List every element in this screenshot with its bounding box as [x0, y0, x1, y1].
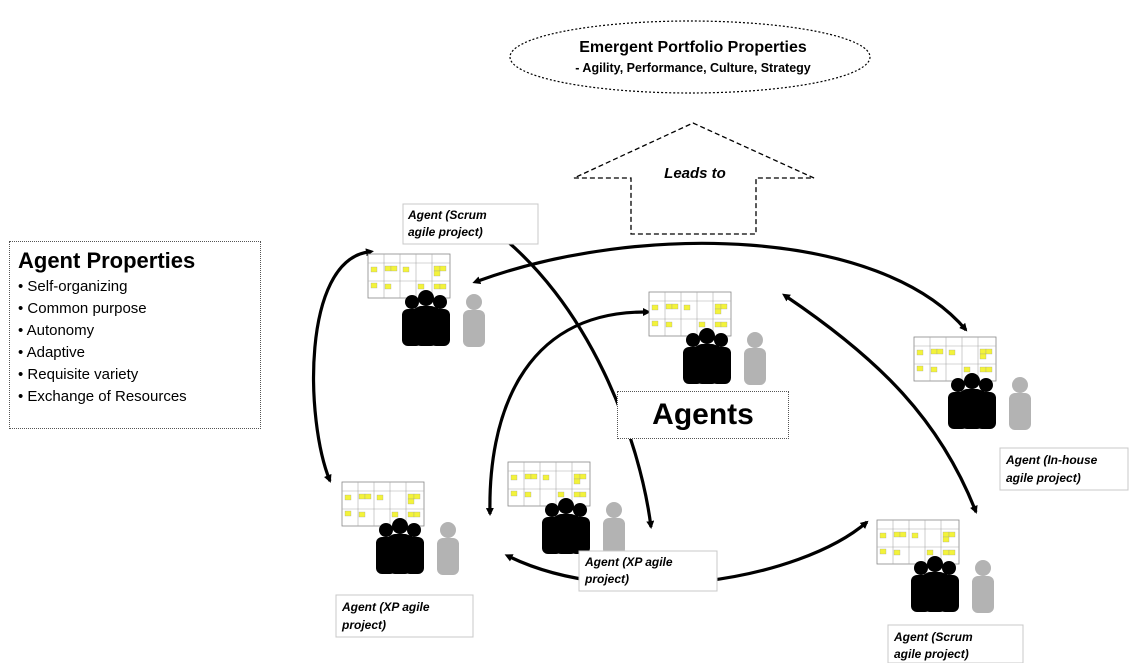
emergent-properties-ellipse: Emergent Portfolio Properties - Agility,… — [509, 20, 871, 94]
emergent-subtitle: - Agility, Performance, Culture, Strateg… — [575, 61, 811, 75]
kanban-board-icon — [341, 481, 425, 527]
svg-text:Agent (XP agile: Agent (XP agile — [341, 600, 430, 614]
agent-node-xp-left — [341, 481, 459, 575]
leads-to-arrow: Leads to — [573, 122, 815, 235]
agent-node-inhouse — [913, 336, 1031, 430]
svg-text:project): project) — [341, 618, 386, 632]
agent-properties-list: Self-organizing Common purpose Autonomy … — [18, 276, 252, 408]
team-icon — [542, 498, 625, 555]
arrow-scrumtop-xpleft — [311, 248, 374, 483]
team-icon — [376, 518, 459, 575]
agent-node-scrum-top — [367, 253, 485, 347]
emergent-title: Emergent Portfolio Properties — [579, 39, 807, 56]
agent-property-item: Requisite variety — [18, 364, 252, 386]
agent-node-xp-center — [507, 461, 625, 555]
svg-text:agile project): agile project) — [1006, 471, 1081, 485]
agent-label-inhouse: Agent (In-house agile project) — [999, 447, 1129, 491]
kanban-board-icon — [648, 291, 732, 337]
agent-property-item: Common purpose — [18, 298, 252, 320]
leads-to-label: Leads to — [664, 165, 726, 182]
team-icon — [683, 328, 766, 385]
svg-text:project): project) — [584, 572, 629, 586]
svg-text:Agent (Scrum: Agent (Scrum — [407, 208, 487, 222]
team-icon — [402, 290, 485, 347]
agent-label-xp-center: Agent (XP agile project) — [578, 550, 718, 592]
agent-node-center — [648, 291, 766, 385]
svg-text:agile project): agile project) — [408, 225, 483, 239]
kanban-board-icon — [913, 336, 997, 382]
svg-text:agile project): agile project) — [894, 647, 969, 661]
kanban-board-icon — [367, 253, 451, 299]
agent-properties-box: Agent Properties Self-organizing Common … — [9, 241, 261, 429]
agent-property-item: Autonomy — [18, 320, 252, 342]
agent-property-item: Self-organizing — [18, 276, 252, 298]
svg-text:Agent (In-house: Agent (In-house — [1005, 453, 1098, 467]
svg-text:Agent (XP agile: Agent (XP agile — [584, 555, 673, 569]
kanban-board-icon — [876, 519, 960, 565]
svg-text:Agent (Scrum: Agent (Scrum — [893, 630, 973, 644]
kanban-board-icon — [507, 461, 591, 507]
arrow-center-scrumbottom — [782, 293, 978, 514]
agent-properties-title: Agent Properties — [18, 248, 196, 273]
agents-label: Agents — [617, 391, 789, 439]
team-icon — [911, 556, 994, 613]
agent-property-item: Adaptive — [18, 342, 252, 364]
agent-label-xp-left: Agent (XP agile project) — [335, 594, 474, 638]
team-icon — [948, 373, 1031, 430]
agent-property-item: Exchange of Resources — [18, 386, 252, 408]
arrow-center-xpcenter — [485, 308, 651, 516]
agent-label-scrum-bottom: Agent (Scrum agile project) — [887, 624, 1024, 663]
agent-label-scrum-top: Agent (Scrum agile project) — [402, 203, 539, 245]
agent-node-scrum-bottom — [876, 519, 994, 613]
